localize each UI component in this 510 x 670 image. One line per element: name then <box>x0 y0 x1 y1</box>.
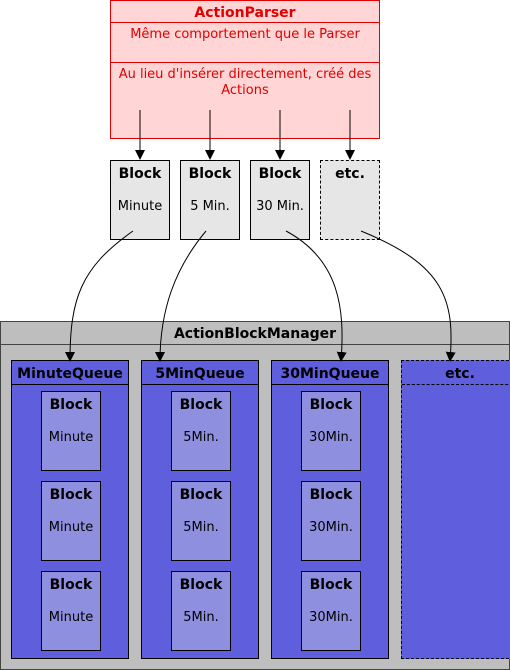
manager-divider <box>1 344 509 345</box>
queue-block: Block 5Min. <box>171 391 231 471</box>
block-title: Block <box>49 487 93 503</box>
queue-title: etc. <box>402 361 510 385</box>
block-subtitle: Minute <box>117 199 163 214</box>
block-title: Block <box>179 487 223 503</box>
queue-block: Block 5Min. <box>171 481 231 561</box>
block-subtitle: 5Min. <box>183 430 219 445</box>
block-subtitle: 30Min. <box>309 520 353 535</box>
queue-30min: 30MinQueue Block 30Min. Block 30Min. Blo… <box>271 360 389 659</box>
queue-title: MinuteQueue <box>12 361 128 385</box>
block-subtitle: 5 Min. <box>190 199 230 214</box>
action-parser-box: ActionParser Même comportement que le Pa… <box>110 0 380 139</box>
block-subtitle: 30Min. <box>309 430 353 445</box>
queue-block: Block 30Min. <box>301 481 361 561</box>
queue-block: Block 5Min. <box>171 571 231 651</box>
top-block-5min: Block 5 Min. <box>180 160 240 240</box>
queue-block: Block Minute <box>41 571 101 651</box>
block-title: Block <box>309 397 353 413</box>
curve-etc-to-etcqueue <box>360 230 456 362</box>
action-parser-title: ActionParser <box>111 1 379 23</box>
action-block-manager-title: ActionBlockManager <box>173 326 337 342</box>
action-parser-description-2: Au lieu d'insérer directement, créé des … <box>118 67 372 98</box>
block-title: Block <box>49 577 93 593</box>
block-subtitle: Minute <box>48 520 94 535</box>
curve-30min-to-30minqueue <box>285 230 347 362</box>
block-title: Block <box>179 577 223 593</box>
block-subtitle: 5Min. <box>183 520 219 535</box>
queue-block: Block 30Min. <box>301 571 361 651</box>
block-title: Block <box>118 166 162 182</box>
queue-title: 30MinQueue <box>272 361 388 385</box>
block-subtitle: 5Min. <box>183 610 219 625</box>
curve-minute-to-minutequeue <box>65 230 134 362</box>
top-block-30min: Block 30 Min. <box>250 160 310 240</box>
queue-block: Block 30Min. <box>301 391 361 471</box>
block-subtitle: Minute <box>48 430 94 445</box>
queue-block: Block Minute <box>41 391 101 471</box>
block-subtitle: Minute <box>48 610 94 625</box>
queue-minute: MinuteQueue Block Minute Block Minute Bl… <box>11 360 129 659</box>
top-block-minute: Block Minute <box>110 160 170 240</box>
block-title: Block <box>309 577 353 593</box>
queue-5min: 5MinQueue Block 5Min. Block 5Min. Block … <box>141 360 259 659</box>
block-subtitle: 30 Min. <box>256 199 304 214</box>
queue-block: Block Minute <box>41 481 101 561</box>
queue-title: 5MinQueue <box>142 361 258 385</box>
block-title: etc. <box>335 166 365 182</box>
block-subtitle: 30Min. <box>309 610 353 625</box>
queue-etc: etc. <box>401 360 510 659</box>
block-title: Block <box>49 397 93 413</box>
block-title: Block <box>258 166 302 182</box>
action-parser-description-1: Même comportement que le Parser <box>111 23 379 63</box>
block-title: Block <box>179 397 223 413</box>
curve-5min-to-5minqueue <box>155 230 207 362</box>
block-title: Block <box>188 166 232 182</box>
block-title: Block <box>309 487 353 503</box>
top-block-etc: etc. <box>320 160 380 240</box>
